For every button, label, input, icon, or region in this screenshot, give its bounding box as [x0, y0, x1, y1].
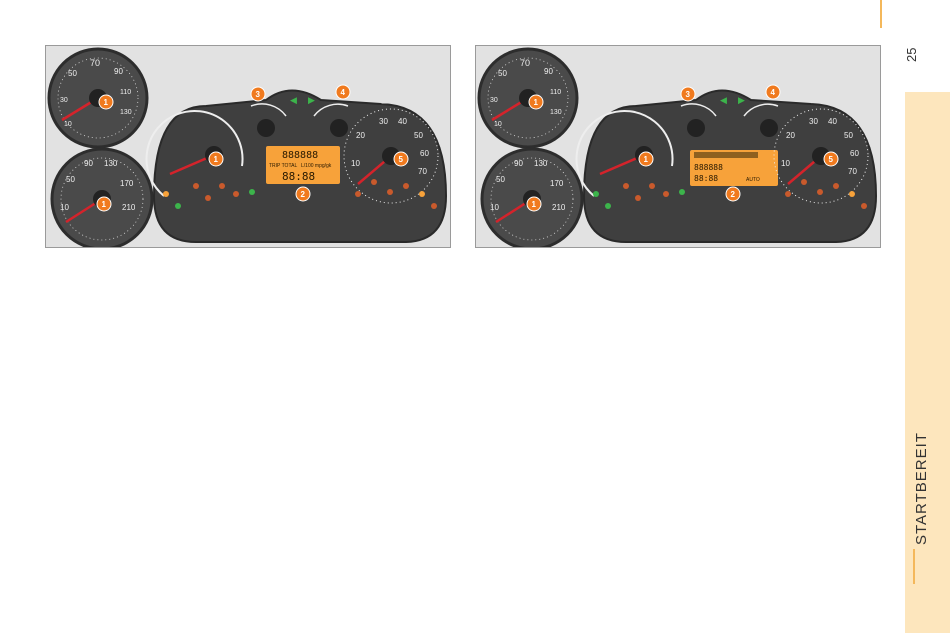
speedo-label: 10 — [351, 159, 360, 168]
badge: 5 — [829, 155, 834, 164]
mini-speedometer-a: 10 30 50 70 90 110 130 1 — [479, 49, 577, 147]
speedo-label: 50 — [414, 131, 423, 140]
badge: 3 — [686, 90, 691, 99]
speedo-label: 20 — [786, 131, 795, 140]
mini-speedometer-b: 10 50 90 130 170 210 1 — [482, 149, 582, 248]
gauge-b-label: 170 — [550, 179, 564, 188]
lcd-row1: 888888 — [282, 150, 318, 161]
gauge-b-label: 10 — [490, 203, 499, 212]
gauge-a-label: 50 — [498, 69, 507, 78]
gauge-a-label: 90 — [114, 67, 123, 76]
gauge-b-label: 130 — [534, 159, 548, 168]
gauge-a-label: 130 — [550, 109, 562, 116]
gauge-a-label: 70 — [90, 58, 100, 68]
speedo-label: 10 — [781, 159, 790, 168]
badge: 4 — [771, 88, 776, 97]
gauge-a-label: 90 — [544, 67, 553, 76]
gauge-a-label: 110 — [550, 89, 561, 96]
speedo-label: 60 — [850, 149, 859, 158]
section-tab — [905, 92, 950, 633]
gauge-a-label: 110 — [120, 89, 131, 96]
speedo-label: 40 — [828, 117, 837, 126]
speedo-label: 60 — [420, 149, 429, 158]
badge: 1 — [644, 155, 649, 164]
speedo-label: 70 — [848, 167, 857, 176]
badge: 1 — [534, 98, 539, 107]
badge: 4 — [341, 88, 346, 97]
lcd-row3: 88:88 — [282, 170, 315, 183]
badge: 1 — [532, 200, 537, 209]
gauge-b-label: 50 — [66, 175, 75, 184]
gauge-a-label: 30 — [490, 97, 498, 104]
gauge-b-label: 210 — [122, 203, 136, 212]
top-accent-rule — [880, 0, 882, 28]
gauge-b-label: 90 — [514, 159, 523, 168]
gauge-a-label: 130 — [120, 109, 132, 116]
main-cluster: 1 3 4 ◀ ▶ 888888 88:88 AUTO 2 10 20 30 4… — [577, 85, 876, 242]
lcd-row2-right: AUTO — [746, 177, 760, 183]
lcd-row2-left: 88:88 — [694, 174, 718, 183]
badge: 1 — [102, 200, 107, 209]
turn-right-icon: ▶ — [738, 95, 745, 105]
lcd-row2-left: TRIP TOTAL — [269, 163, 297, 169]
instrument-panel-petrol: 10 30 50 70 90 110 130 1 10 50 90 130 17… — [45, 45, 451, 248]
gauge-b-label: 170 — [120, 179, 134, 188]
badge: 1 — [104, 98, 109, 107]
gauge-b-label: 130 — [104, 159, 118, 168]
gauge-b-label: 10 — [60, 203, 69, 212]
badge: 5 — [399, 155, 404, 164]
gauge-a-label: 10 — [494, 121, 502, 128]
main-cluster: 1 3 4 ◀ ▶ 888888 TRIP TOTAL L/100 mpg/gk… — [147, 85, 446, 242]
gauge-a-label: 30 — [60, 97, 68, 104]
gauge-b-label: 50 — [496, 175, 505, 184]
gauge-b-label: 90 — [84, 159, 93, 168]
speedo-label: 70 — [418, 167, 427, 176]
section-tab-accent — [913, 549, 915, 584]
badge: 2 — [731, 190, 736, 199]
badge: 1 — [214, 155, 219, 164]
speedo-label: 30 — [809, 117, 818, 126]
lcd-row1: 888888 — [694, 163, 723, 172]
gauge-b-label: 210 — [552, 203, 566, 212]
turn-right-icon: ▶ — [308, 95, 315, 105]
speedo-label: 50 — [844, 131, 853, 140]
mini-speedometer-a: 10 30 50 70 90 110 130 1 — [49, 49, 147, 147]
gauge-a-label: 50 — [68, 69, 77, 78]
turn-left-icon: ◀ — [290, 95, 297, 105]
instrument-panel-diesel: 10 30 50 70 90 110 130 1 10 50 90 130 17… — [475, 45, 881, 248]
turn-left-icon: ◀ — [720, 95, 727, 105]
lcd-row2-right: L/100 mpg/gk — [301, 163, 332, 169]
page-number: 25 — [904, 48, 919, 62]
speedo-label: 40 — [398, 117, 407, 126]
speedo-label: 30 — [379, 117, 388, 126]
gauge-a-label: 70 — [520, 58, 530, 68]
mini-speedometer-b: 10 50 90 130 170 210 1 — [52, 149, 152, 248]
speedo-label: 20 — [356, 131, 365, 140]
section-title: STARTBEREIT — [913, 432, 930, 545]
gauge-a-label: 10 — [64, 121, 72, 128]
badge: 3 — [256, 90, 261, 99]
badge: 2 — [301, 190, 306, 199]
